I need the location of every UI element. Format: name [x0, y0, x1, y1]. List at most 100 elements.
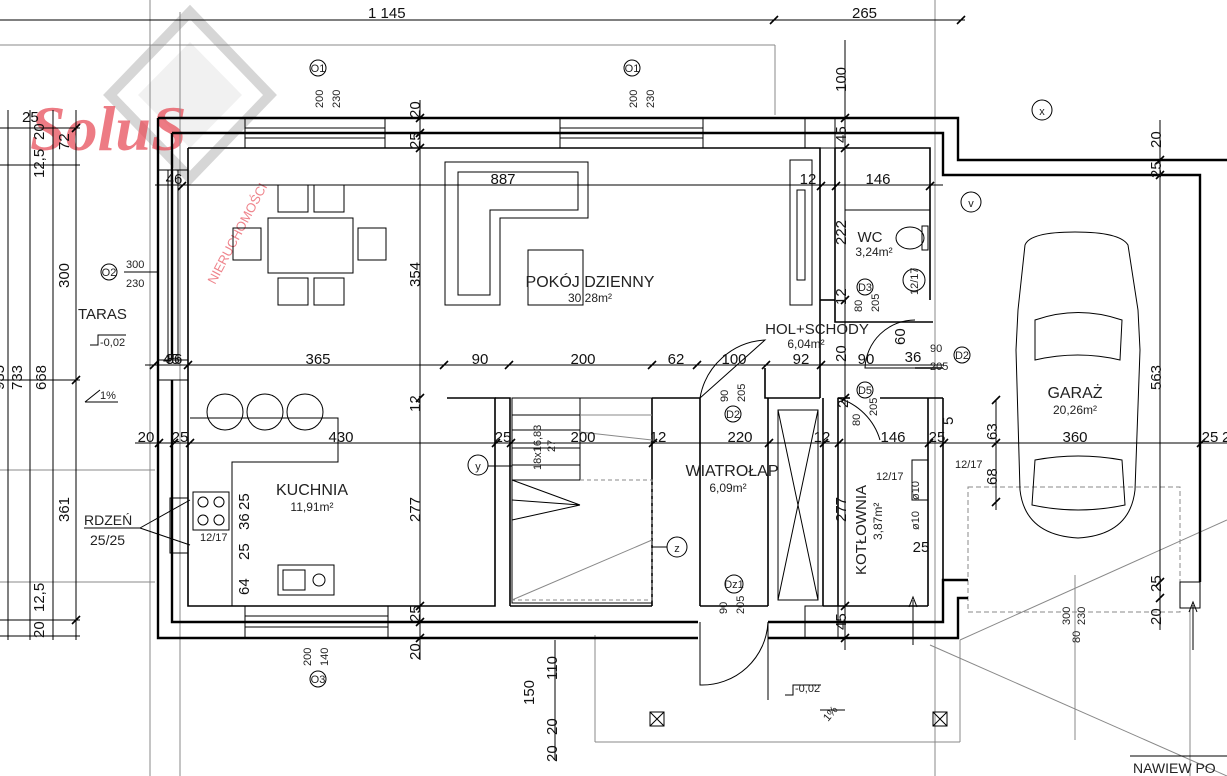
vdim-25a: 25 — [407, 132, 424, 149]
annotations: RDZEŃ 25/25 NAWIEW PO -0,02 1% -0,02 1% … — [84, 267, 1227, 776]
marker-o1a: O1 — [311, 63, 326, 75]
ldim-668: 668 — [33, 365, 50, 390]
vdim-68: 68 — [984, 468, 1001, 485]
vdim-25b: 25 — [1148, 161, 1165, 178]
d5-width: 80 — [851, 414, 863, 426]
room-taras-name: TARAS — [78, 306, 127, 323]
marker-y: y — [475, 461, 481, 473]
vertical-dimension-texts: 100 20 25 45 20 25 354 222 12 20 12 60 2… — [0, 67, 1165, 762]
dim-92: 92 — [793, 351, 810, 368]
o1a-width: 200 — [314, 90, 326, 108]
room-kuchnia-name: KUCHNIA — [276, 482, 348, 499]
fi10-b: ø10 — [910, 511, 922, 530]
dim-36: 36 — [905, 349, 922, 366]
ldim-20b: 20 — [31, 621, 48, 638]
marker-d3: D3 — [858, 282, 872, 294]
vdim-12a: 12 — [833, 288, 850, 305]
o3-height: 140 — [319, 648, 331, 666]
dim-45-side: 36 — [166, 351, 183, 368]
vdim-20b: 20 — [1148, 131, 1165, 148]
ldim-20: 20 — [31, 123, 48, 140]
dim-12b: 12 — [650, 429, 667, 446]
dim-200b: 200 — [570, 429, 595, 446]
taras-slope: 1% — [100, 390, 116, 402]
ldim-12-5: 12,5 — [31, 149, 48, 178]
vdim-20f: 20 — [544, 745, 561, 762]
opening-sizes: 200 230 200 230 300 230 200 140 90 205 9… — [124, 90, 1088, 666]
ldim-361: 361 — [56, 497, 73, 522]
room-labels: POKÓJ DZIENNY 30,28m² HOL+SCHODY 6,04m² … — [78, 229, 1103, 575]
entry-level: -0,02 — [795, 683, 820, 695]
vdim-100: 100 — [833, 67, 850, 92]
dim-20a: 20 — [138, 429, 155, 446]
fi10-a: ø10 — [910, 481, 922, 500]
dim-25c: 25 — [929, 429, 946, 446]
vent-kitchen: 12/17 — [200, 532, 228, 544]
d2b-width: 90 — [930, 343, 942, 355]
vdim-45b: 45 — [833, 613, 850, 630]
vdim-110: 110 — [544, 656, 561, 680]
o1b-width: 200 — [628, 90, 640, 108]
marker-x: x — [1039, 106, 1045, 118]
room-garaz-name: GARAŻ — [1047, 383, 1102, 402]
vdim-45a: 45 — [833, 126, 850, 143]
vdim-20g: 20 — [1148, 608, 1165, 625]
dim-12c: 12 — [814, 429, 831, 446]
o2-height: 230 — [126, 278, 144, 290]
dim-220: 220 — [727, 429, 752, 446]
room-garaz-area: 20,26m² — [1053, 403, 1097, 417]
vdim-25c: 25 — [236, 493, 253, 510]
marker-o1b: O1 — [625, 63, 640, 75]
vdim-20d: 20 — [407, 643, 424, 660]
d2a-width: 90 — [719, 390, 731, 402]
dz1-width: 90 — [718, 602, 730, 614]
dim-90b: 90 — [858, 351, 875, 368]
vdim-20e: 20 — [544, 718, 561, 735]
ldim-935: 935 — [0, 365, 8, 390]
dim-430: 430 — [328, 429, 353, 446]
nawiew-label: NAWIEW PO — [1133, 760, 1216, 776]
d5-height: 205 — [868, 398, 880, 416]
garage-door-height: 230 — [1076, 607, 1088, 625]
o1b-height: 230 — [645, 90, 657, 108]
ldim-300: 300 — [56, 263, 73, 288]
taras-level: -0,02 — [100, 337, 125, 349]
d2a-height: 205 — [736, 384, 748, 402]
dim-25d: 25 — [1202, 429, 1219, 446]
vdim-25-kuch: 25 — [236, 543, 253, 560]
room-hol-area: 6,04m² — [787, 337, 824, 351]
dim-25a: 25 — [172, 429, 189, 446]
stairs-label: 18x16,83 — [532, 425, 544, 470]
marker-d2a: D2 — [726, 409, 740, 421]
dim-25-kot: 25 — [913, 539, 930, 556]
logo-subtext: NIERUCHOMOŚCI — [204, 181, 270, 287]
furniture — [169, 159, 1201, 609]
o1a-height: 230 — [331, 90, 343, 108]
dim-62: 62 — [668, 351, 685, 368]
dimension-texts: 1 145 265 887 12 146 46 365 90 200 62 10… — [138, 5, 1227, 556]
room-kotlownia-area: 3,87m² — [871, 503, 885, 540]
vdim-222: 222 — [833, 220, 850, 245]
room-wiatrolap-name: WIATROŁAP — [685, 463, 778, 480]
marker-d2b: D2 — [955, 350, 969, 362]
vent-kot-1: 12/17 — [876, 471, 904, 483]
vdim-25d: 25 — [407, 605, 424, 622]
vdim-277b: 277 — [833, 497, 850, 522]
ldim-45: 45 — [163, 351, 180, 368]
vdim-36: 36 — [236, 513, 253, 530]
d3-width: 80 — [853, 300, 865, 312]
d2b-height: 205 — [930, 361, 948, 373]
dim-90a: 90 — [472, 351, 489, 368]
dz1-height: 205 — [735, 596, 747, 614]
marker-v: v — [968, 198, 974, 210]
room-wc-name: WC — [858, 229, 883, 246]
marker-o2: O2 — [102, 267, 117, 279]
ldim-25-top: 25 — [22, 109, 39, 126]
vdim-2-kot: 2 — [835, 400, 852, 408]
garage-door-width: 300 — [1061, 607, 1073, 625]
dim-200a: 200 — [570, 351, 595, 368]
dim-365: 365 — [305, 351, 330, 368]
dim-46: 46 — [166, 171, 183, 188]
